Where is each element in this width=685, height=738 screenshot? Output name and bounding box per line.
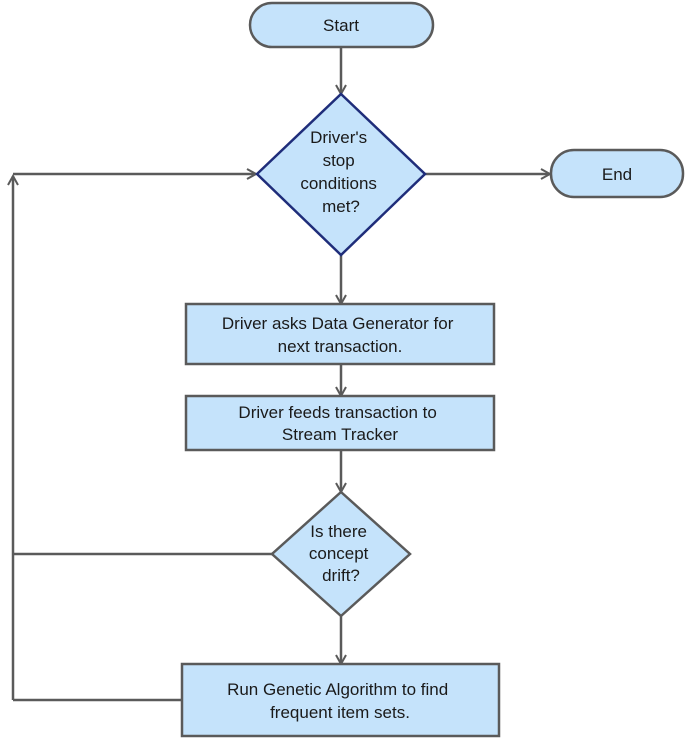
decision-drift-line-1: Is there <box>310 522 367 541</box>
decision-stop-line-2: stop <box>323 151 355 170</box>
connectors <box>13 47 550 702</box>
step-request-label: Driver asks Data Generator for next tran… <box>222 314 458 356</box>
decision-drift-line-3: drift? <box>322 566 360 585</box>
step-feed-transaction: Driver feeds transaction to Stream Track… <box>184 394 496 452</box>
step-request-line-1: Driver asks Data Generator for <box>222 314 454 333</box>
decision-stop-line-1: Driver's <box>310 128 367 147</box>
step-ga-line-1: Run Genetic Algorithm to find <box>227 680 448 699</box>
end-node: End <box>549 148 685 199</box>
decision-stop-label: Driver's stop conditions met? <box>300 128 381 216</box>
decision-stop-line-3: conditions <box>300 174 377 193</box>
decision-concept-drift: Is there concept drift? <box>270 490 412 618</box>
step-request-line-2: next transaction. <box>278 337 403 356</box>
decision-stop-line-4: met? <box>322 197 360 216</box>
end-label: End <box>602 165 632 184</box>
step-genetic-algorithm: Run Genetic Algorithm to find frequent i… <box>180 662 501 738</box>
start-node: Start <box>248 1 435 49</box>
step-feed-line-2: Stream Tracker <box>282 425 399 444</box>
decision-drift-label: Is there concept drift? <box>309 522 373 585</box>
step-ga-label: Run Genetic Algorithm to find frequent i… <box>227 680 453 722</box>
step-request-transaction: Driver asks Data Generator for next tran… <box>184 302 496 366</box>
step-feed-label: Driver feeds transaction to Stream Track… <box>238 403 441 444</box>
start-label: Start <box>323 16 359 35</box>
step-feed-line-1: Driver feeds transaction to <box>238 403 436 422</box>
decision-stop-conditions: Driver's stop conditions met? <box>255 92 427 257</box>
decision-drift-line-2: concept <box>309 544 369 563</box>
step-ga-line-2: frequent item sets. <box>270 703 410 722</box>
